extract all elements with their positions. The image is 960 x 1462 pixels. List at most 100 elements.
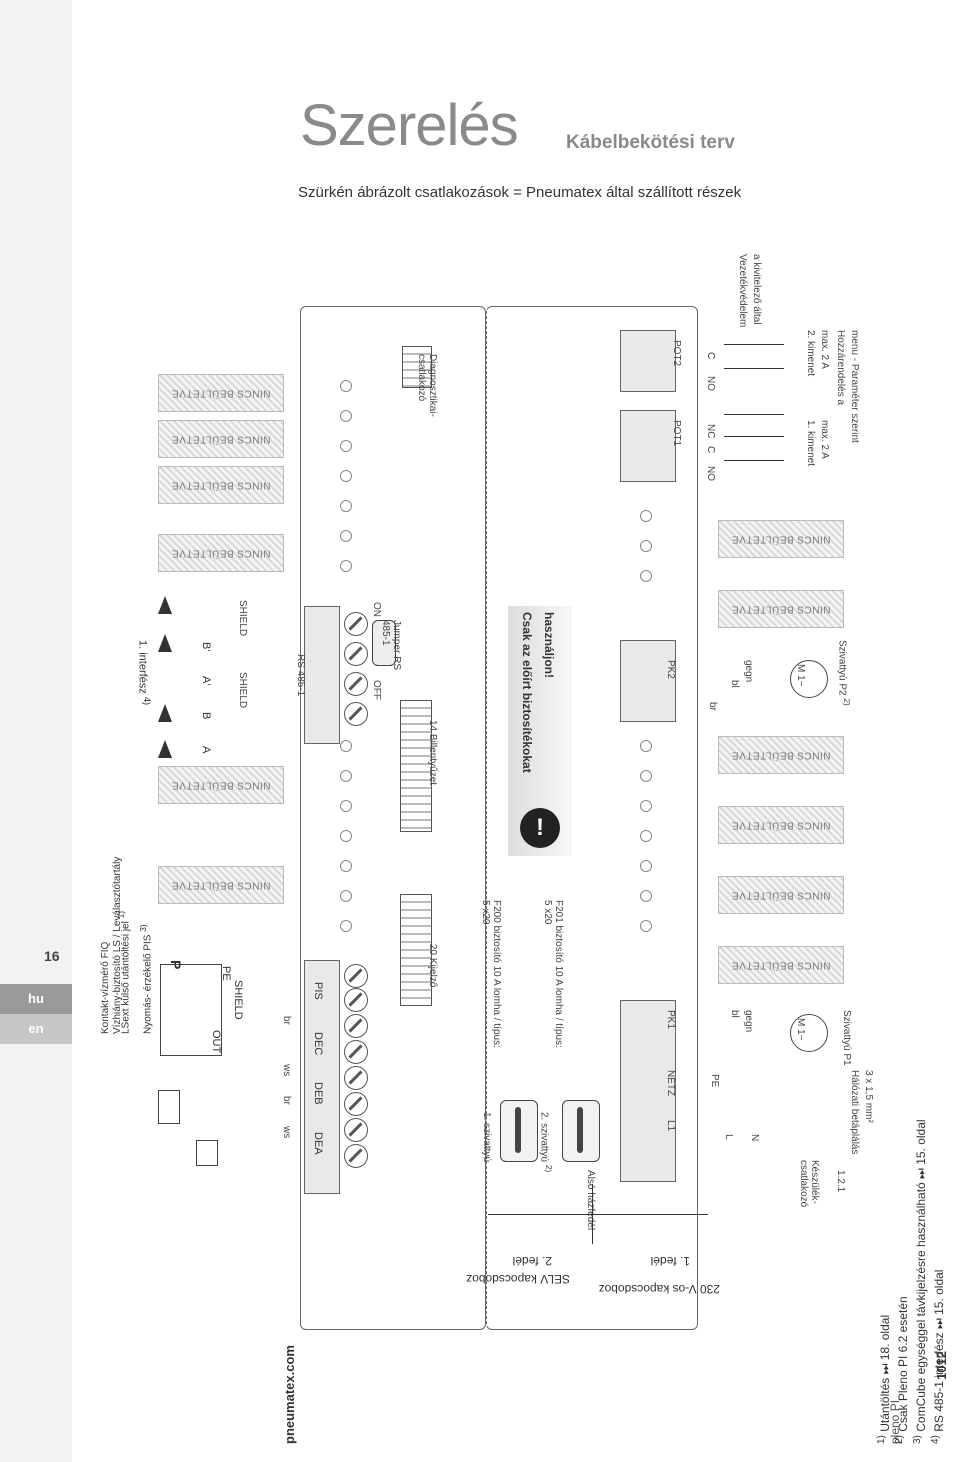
not-fitted-box: NINCS BEÜLTETVE	[718, 806, 844, 844]
pump-p2-label: Szivattyú P2 2)	[836, 640, 852, 706]
label-n: N	[749, 1134, 760, 1142]
screw-terminal[interactable]	[344, 1144, 368, 1168]
pump1-fuse-label: 1. szivattyú	[481, 1112, 492, 1163]
not-fitted-box: NINCS BEÜLTETVE	[158, 374, 284, 412]
interface-label: 1. interfész 4)	[136, 640, 152, 706]
warning-icon: !	[520, 808, 560, 848]
wire-bl: bl	[729, 680, 740, 688]
float-switch-icon	[196, 1140, 218, 1166]
website: pneumatex.com	[282, 1345, 297, 1444]
bottom-cover-label: Alsó házfedél	[585, 1170, 596, 1231]
page-subtitle: Kábelbekötési terv	[566, 132, 735, 153]
screw-terminal[interactable]	[344, 702, 368, 726]
pump2-fuse-label: 2. szivattyú 2)	[538, 1112, 554, 1173]
fuse-f200-label: F200 biztosító 10 A lomha / típus: 5 x20	[480, 900, 502, 1048]
wire-br: br	[281, 1016, 292, 1025]
shield-label: SHIELD	[237, 672, 248, 709]
assignment-menu: menu - Paraméter szerint	[849, 330, 860, 443]
motor-p2-icon	[790, 660, 828, 698]
mounting-hole	[340, 560, 352, 572]
wire-line	[724, 414, 784, 415]
shield-label: SHIELD	[237, 600, 248, 637]
protection-label: Vezetékvédelem	[737, 254, 748, 328]
netz-label: NETZ	[665, 1070, 676, 1097]
cover2-label: 2. fedél	[512, 1254, 552, 1268]
mounting-hole	[340, 500, 352, 512]
footnote-2: 2) Csak Pleno PI 6.2 esetén	[894, 1296, 910, 1444]
cover1-label: 1. fedél	[650, 1254, 690, 1268]
device-socket-id: 1.2.1	[835, 1170, 846, 1193]
pot1-label: POT1	[671, 420, 682, 447]
terminal-dec: DEC	[312, 1032, 324, 1056]
protection-label2: a kivitelező által	[751, 254, 762, 325]
mounting-hole	[340, 440, 352, 452]
label-b: B	[200, 712, 212, 720]
arrow-up-icon	[158, 596, 172, 614]
mounting-hole	[340, 860, 352, 872]
mounting-hole	[340, 920, 352, 932]
terminal-block-mains	[620, 1000, 676, 1182]
motor-p2-label: M 1~	[795, 664, 806, 687]
screw-terminal[interactable]	[344, 988, 368, 1012]
pot2-c: C	[705, 352, 716, 360]
display-label: 20 Kijelző	[427, 944, 438, 988]
screw-terminal[interactable]	[344, 1092, 368, 1116]
fuse-f201	[562, 1100, 600, 1162]
screw-terminal[interactable]	[344, 642, 368, 666]
mounting-hole	[340, 740, 352, 752]
mounting-hole	[340, 530, 352, 542]
page-number: 16	[44, 948, 60, 964]
assignment-label: Hozzárendelés a	[835, 330, 846, 406]
mounting-hole	[340, 410, 352, 422]
not-fitted-box: NINCS BEÜLTETVE	[718, 590, 844, 628]
rs485-label: RS 485-1	[295, 654, 306, 697]
screw-terminal[interactable]	[344, 672, 368, 696]
l1-label: L1	[665, 1120, 676, 1132]
keypad-connector	[400, 700, 432, 832]
screw-terminal[interactable]	[344, 612, 368, 636]
not-fitted-box: NINCS BEÜLTETVE	[158, 466, 284, 504]
pot1-no: NO	[705, 466, 716, 481]
screw-terminal[interactable]	[344, 1066, 368, 1090]
not-fitted-box: NINCS BEÜLTETVE	[158, 420, 284, 458]
screw-terminal[interactable]	[344, 964, 368, 988]
arrow-up-icon	[158, 704, 172, 722]
wire-line	[724, 344, 784, 345]
label-a-prime: A'	[200, 676, 212, 686]
legend-caption: Szürkén ábrázolt csatlakozások = Pneumat…	[298, 184, 742, 201]
out-label: OUT	[210, 1030, 222, 1054]
mounting-hole	[640, 860, 652, 872]
screw-terminal[interactable]	[344, 1040, 368, 1064]
arrow-up-icon	[158, 634, 172, 652]
cover-divider	[592, 1184, 593, 1244]
not-fitted-box: NINCS BEÜLTETVE	[158, 866, 284, 904]
not-fitted-box: NINCS BEÜLTETVE	[718, 520, 844, 558]
wire-line	[724, 368, 784, 369]
terminal-pis: PIS	[312, 982, 324, 1000]
pe-label: PE	[220, 966, 232, 981]
tab-hu[interactable]: hu	[0, 984, 72, 1014]
tab-en[interactable]: en	[0, 1014, 72, 1044]
motor-p1-label: M 1~	[795, 1018, 806, 1041]
label-pressure-sensor: Nyomás- érzékelő PIS 3)	[138, 924, 154, 1034]
jumper-switch[interactable]	[372, 620, 396, 666]
footnote-3: 3) ComCube egységgel távkijelzésre haszn…	[912, 1119, 928, 1444]
pressure-p-label: P	[168, 960, 184, 970]
terminal-block-pot1	[620, 410, 676, 482]
terminal-block-rs485	[304, 606, 340, 744]
wire-br: br	[707, 702, 718, 711]
mains-cross-section: 3 x 1,5 mm²	[863, 1070, 874, 1123]
screw-terminal[interactable]	[344, 1014, 368, 1038]
mounting-hole	[340, 800, 352, 812]
label-pe: PE	[709, 1074, 720, 1088]
mounting-hole	[340, 470, 352, 482]
not-fitted-box: NINCS BEÜLTETVE	[718, 946, 844, 984]
mounting-hole	[340, 890, 352, 902]
output2-max: max. 2 A	[819, 330, 830, 369]
pressure-sensor-symbol	[160, 964, 222, 1056]
terminal-block-pot2	[620, 330, 676, 392]
fuse-f201-label: F201 biztosító 10 A lomha / típus: 5 x20	[542, 900, 564, 1048]
screw-terminal[interactable]	[344, 1118, 368, 1142]
warning-line1: Csak az előírt biztosítékokat	[520, 612, 534, 773]
terminal-deb: DEB	[312, 1082, 324, 1105]
